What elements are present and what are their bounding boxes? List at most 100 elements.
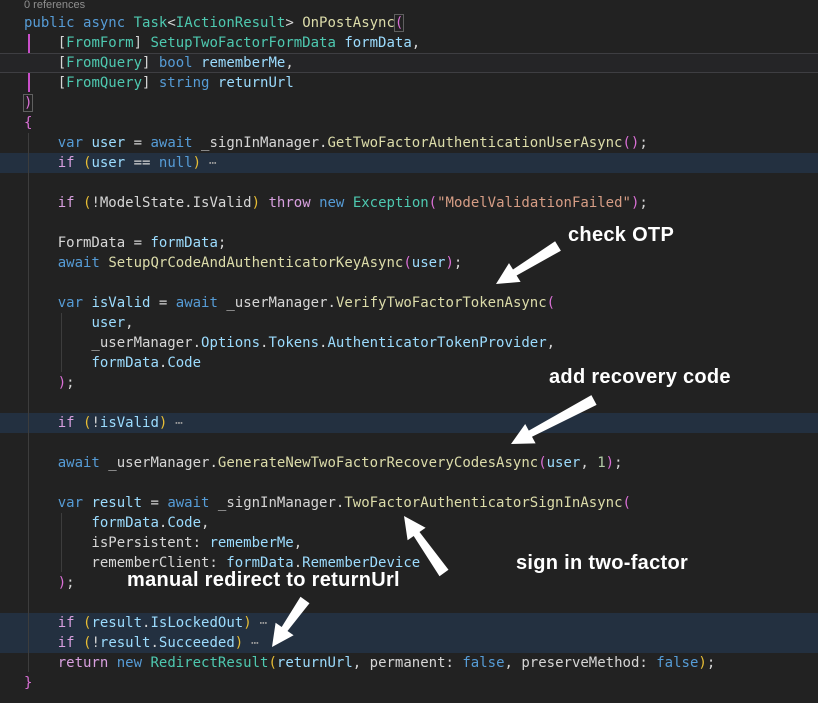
code-token: IsLockedOut bbox=[150, 615, 244, 631]
code-token: Exception bbox=[352, 195, 429, 211]
code-token: ( bbox=[393, 14, 405, 32]
code-token: , bbox=[125, 315, 134, 331]
code-token: = bbox=[142, 495, 168, 511]
code-token: VerifyTwoFactorTokenAsync bbox=[335, 295, 547, 311]
code-line[interactable]: formData.Code bbox=[0, 353, 818, 373]
code-token: throw bbox=[268, 195, 311, 211]
code-token: async bbox=[83, 15, 126, 31]
code-token: null bbox=[158, 155, 193, 171]
fold-indicator[interactable]: ⋯ bbox=[167, 416, 183, 431]
code-line[interactable]: _userManager.Options.Tokens.Authenticato… bbox=[0, 333, 818, 353]
code-token bbox=[344, 195, 352, 211]
code-line[interactable]: if (result.IsLockedOut) ⋯ bbox=[0, 613, 818, 633]
code-token: Tokens bbox=[268, 335, 320, 351]
code-token: FromQuery bbox=[66, 55, 143, 71]
code-line[interactable] bbox=[0, 593, 818, 613]
fold-indicator[interactable]: ⋯ bbox=[243, 636, 259, 651]
code-token: _userManager. bbox=[99, 455, 218, 471]
code-token bbox=[24, 415, 58, 431]
code-token: false bbox=[462, 655, 505, 671]
code-token: RememberDevice bbox=[302, 555, 421, 571]
code-line[interactable]: rememberClient: formData.RememberDevice bbox=[0, 553, 818, 573]
code-line[interactable] bbox=[0, 213, 818, 233]
code-token: user bbox=[91, 315, 126, 331]
code-token: ( bbox=[428, 195, 438, 211]
code-line[interactable]: formData.Code, bbox=[0, 513, 818, 533]
code-token: ) bbox=[234, 635, 244, 651]
code-line[interactable]: } bbox=[0, 673, 818, 693]
code-line[interactable]: FormData = formData; bbox=[0, 233, 818, 253]
code-token bbox=[75, 195, 83, 211]
code-token: AuthenticatorTokenProvider bbox=[327, 335, 547, 351]
code-token: ) bbox=[698, 655, 707, 671]
code-token: ; bbox=[217, 235, 227, 251]
code-line[interactable] bbox=[0, 393, 818, 413]
code-token: , bbox=[411, 35, 421, 51]
code-token bbox=[311, 195, 319, 211]
code-token: ) bbox=[445, 255, 454, 271]
code-token: ( bbox=[83, 615, 92, 631]
code-line[interactable]: if (user == null) ⋯ bbox=[0, 153, 818, 173]
code-token: . bbox=[142, 615, 151, 631]
code-token bbox=[24, 495, 58, 511]
code-token: formData bbox=[226, 555, 294, 571]
code-line[interactable]: var result = await _signInManager.TwoFac… bbox=[0, 493, 818, 513]
code-line[interactable]: ); bbox=[0, 373, 818, 393]
code-token bbox=[24, 375, 58, 391]
code-line[interactable]: [FromForm] SetupTwoFactorFormData formDa… bbox=[0, 33, 818, 53]
code-line[interactable]: { bbox=[0, 113, 818, 133]
code-token bbox=[24, 355, 91, 371]
code-token: FromForm bbox=[66, 35, 134, 51]
code-line[interactable]: if (!result.Succeeded) ⋯ bbox=[0, 633, 818, 653]
code-token bbox=[108, 655, 116, 671]
code-token bbox=[24, 135, 58, 151]
code-token bbox=[24, 255, 58, 271]
code-token: FromQuery bbox=[66, 75, 143, 91]
code-token: ] bbox=[133, 35, 151, 51]
code-line[interactable]: if (!isValid) ⋯ bbox=[0, 413, 818, 433]
code-token: ( bbox=[538, 455, 547, 471]
code-line[interactable] bbox=[0, 273, 818, 293]
code-line[interactable] bbox=[0, 433, 818, 453]
code-line[interactable]: var isValid = await _userManager.VerifyT… bbox=[0, 293, 818, 313]
code-line[interactable]: public async Task<IActionResult> OnPostA… bbox=[0, 13, 818, 33]
code-line[interactable]: ); bbox=[0, 573, 818, 593]
code-line[interactable] bbox=[0, 173, 818, 193]
code-line[interactable]: [FromQuery] string returnUrl bbox=[0, 73, 818, 93]
code-line[interactable]: if (!ModelState.IsValid) throw new Excep… bbox=[0, 193, 818, 213]
code-token: ) bbox=[605, 455, 615, 471]
codelens-references[interactable]: 0 references bbox=[24, 0, 86, 11]
code-token: false bbox=[656, 655, 699, 671]
code-token bbox=[24, 635, 58, 651]
code-line[interactable]: var user = await _signInManager.GetTwoFa… bbox=[0, 133, 818, 153]
code-token: = bbox=[125, 135, 151, 151]
code-line[interactable]: await SetupQrCodeAndAuthenticatorKeyAsyn… bbox=[0, 253, 818, 273]
code-token: ) bbox=[192, 155, 202, 171]
code-token: ( bbox=[403, 255, 412, 271]
code-token: await bbox=[57, 255, 100, 271]
code-token: SetupQrCodeAndAuthenticatorKeyAsync bbox=[108, 255, 404, 271]
code-line[interactable] bbox=[0, 473, 818, 493]
code-token: ; bbox=[614, 455, 623, 471]
code-token: if bbox=[57, 195, 75, 211]
code-line[interactable]: user, bbox=[0, 313, 818, 333]
code-token: if bbox=[57, 635, 75, 651]
code-token bbox=[24, 195, 58, 211]
fold-indicator[interactable]: ⋯ bbox=[201, 156, 217, 171]
code-token bbox=[24, 655, 58, 671]
code-token: formData bbox=[150, 235, 218, 251]
code-line[interactable]: return new RedirectResult(returnUrl, per… bbox=[0, 653, 818, 673]
code-token: result bbox=[99, 635, 151, 651]
code-token bbox=[24, 515, 91, 531]
code-line[interactable]: ) bbox=[0, 93, 818, 113]
fold-indicator[interactable]: ⋯ bbox=[251, 616, 268, 631]
code-line[interactable]: [FromQuery] bool rememberMe, bbox=[0, 53, 818, 73]
code-token: , bbox=[293, 535, 303, 551]
code-token: if bbox=[57, 415, 75, 431]
code-token: _userManager. bbox=[24, 335, 202, 351]
code-token: var bbox=[57, 135, 84, 151]
code-token: , permanent: bbox=[352, 655, 463, 671]
code-token bbox=[75, 155, 83, 171]
code-line[interactable]: await _userManager.GenerateNewTwoFactorR… bbox=[0, 453, 818, 473]
code-line[interactable]: isPersistent: rememberMe, bbox=[0, 533, 818, 553]
